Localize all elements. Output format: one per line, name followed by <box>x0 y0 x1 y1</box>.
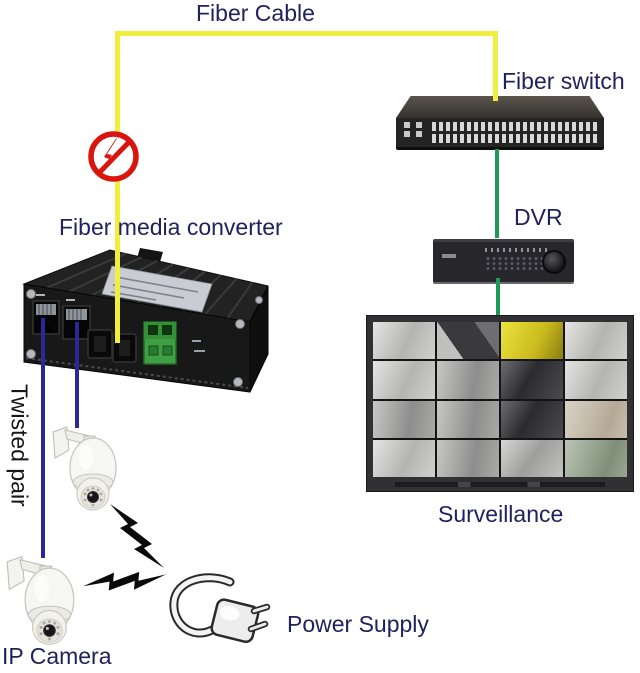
camera-feed-cell <box>437 439 499 477</box>
dvr-device <box>433 239 574 282</box>
power-supply-label: Power Supply <box>287 611 429 637</box>
twisted-pair-cable-2 <box>75 322 79 428</box>
camera-feed-cell <box>373 322 435 360</box>
switch-to-dvr-cable <box>495 149 499 238</box>
camera-feed-cell <box>565 322 627 360</box>
switch-chassis-top <box>396 96 604 118</box>
converter-rj45-port-1 <box>32 300 60 335</box>
camera-feed-cell <box>501 322 563 360</box>
converter-fiber-port-1 <box>87 329 113 359</box>
dvr-to-monitor-cable <box>496 278 500 315</box>
fiber-cable-horizontal <box>115 31 498 36</box>
dvr-jog-dial <box>542 250 566 274</box>
switch-port-row-1 <box>432 122 598 131</box>
camera-feed-cell <box>501 361 563 399</box>
twisted-pair-label: Twisted pair <box>6 384 33 507</box>
switch-port-row-2 <box>432 134 598 143</box>
no-lightning-icon <box>88 131 139 182</box>
camera-feed-cell <box>437 361 499 399</box>
fiber-media-converter-device <box>22 248 269 393</box>
surveillance-label: Surveillance <box>438 501 564 527</box>
monitor-screen <box>373 322 627 477</box>
dvr-label: DVR <box>514 204 563 230</box>
fiber-cable-right-drop <box>493 31 498 101</box>
lightning-bolt-icon <box>82 572 166 591</box>
converter-label-sticker <box>101 265 213 313</box>
camera-feed-cell <box>373 361 435 399</box>
ip-camera-label: IP Camera <box>2 643 112 669</box>
fiber-media-converter-label: Fiber media converter <box>59 214 283 240</box>
surveillance-monitor <box>366 315 634 492</box>
camera-feed-cell <box>565 439 627 477</box>
camera-feed-cell <box>565 400 627 438</box>
dvr-button-strip <box>485 248 551 252</box>
dvr-logo <box>442 254 456 258</box>
power-plug-icon <box>169 573 271 644</box>
ip-camera-2 <box>6 555 75 645</box>
camera-feed-cell <box>373 439 435 477</box>
converter-power-terminal <box>143 321 177 365</box>
dvr-keypad <box>485 256 547 272</box>
camera-feed-cell <box>501 439 563 477</box>
converter-screws <box>26 289 263 387</box>
ip-camera-1 <box>52 426 117 511</box>
switch-front-panel <box>396 118 604 150</box>
fiber-cable-left-drop <box>115 31 120 343</box>
camera-feed-cell <box>565 361 627 399</box>
lightning-bolt-icon <box>110 504 164 568</box>
camera-feed-cell <box>373 400 435 438</box>
camera-feed-cell <box>501 400 563 438</box>
camera-feed-cell <box>437 322 499 360</box>
fiber-switch-device <box>396 96 604 150</box>
switch-uplink-ports <box>404 122 428 143</box>
fiber-switch-label: Fiber switch <box>502 68 625 94</box>
fiber-cable-label: Fiber Cable <box>196 0 315 26</box>
camera-feed-cell <box>437 400 499 438</box>
twisted-pair-cable-1 <box>41 318 45 558</box>
